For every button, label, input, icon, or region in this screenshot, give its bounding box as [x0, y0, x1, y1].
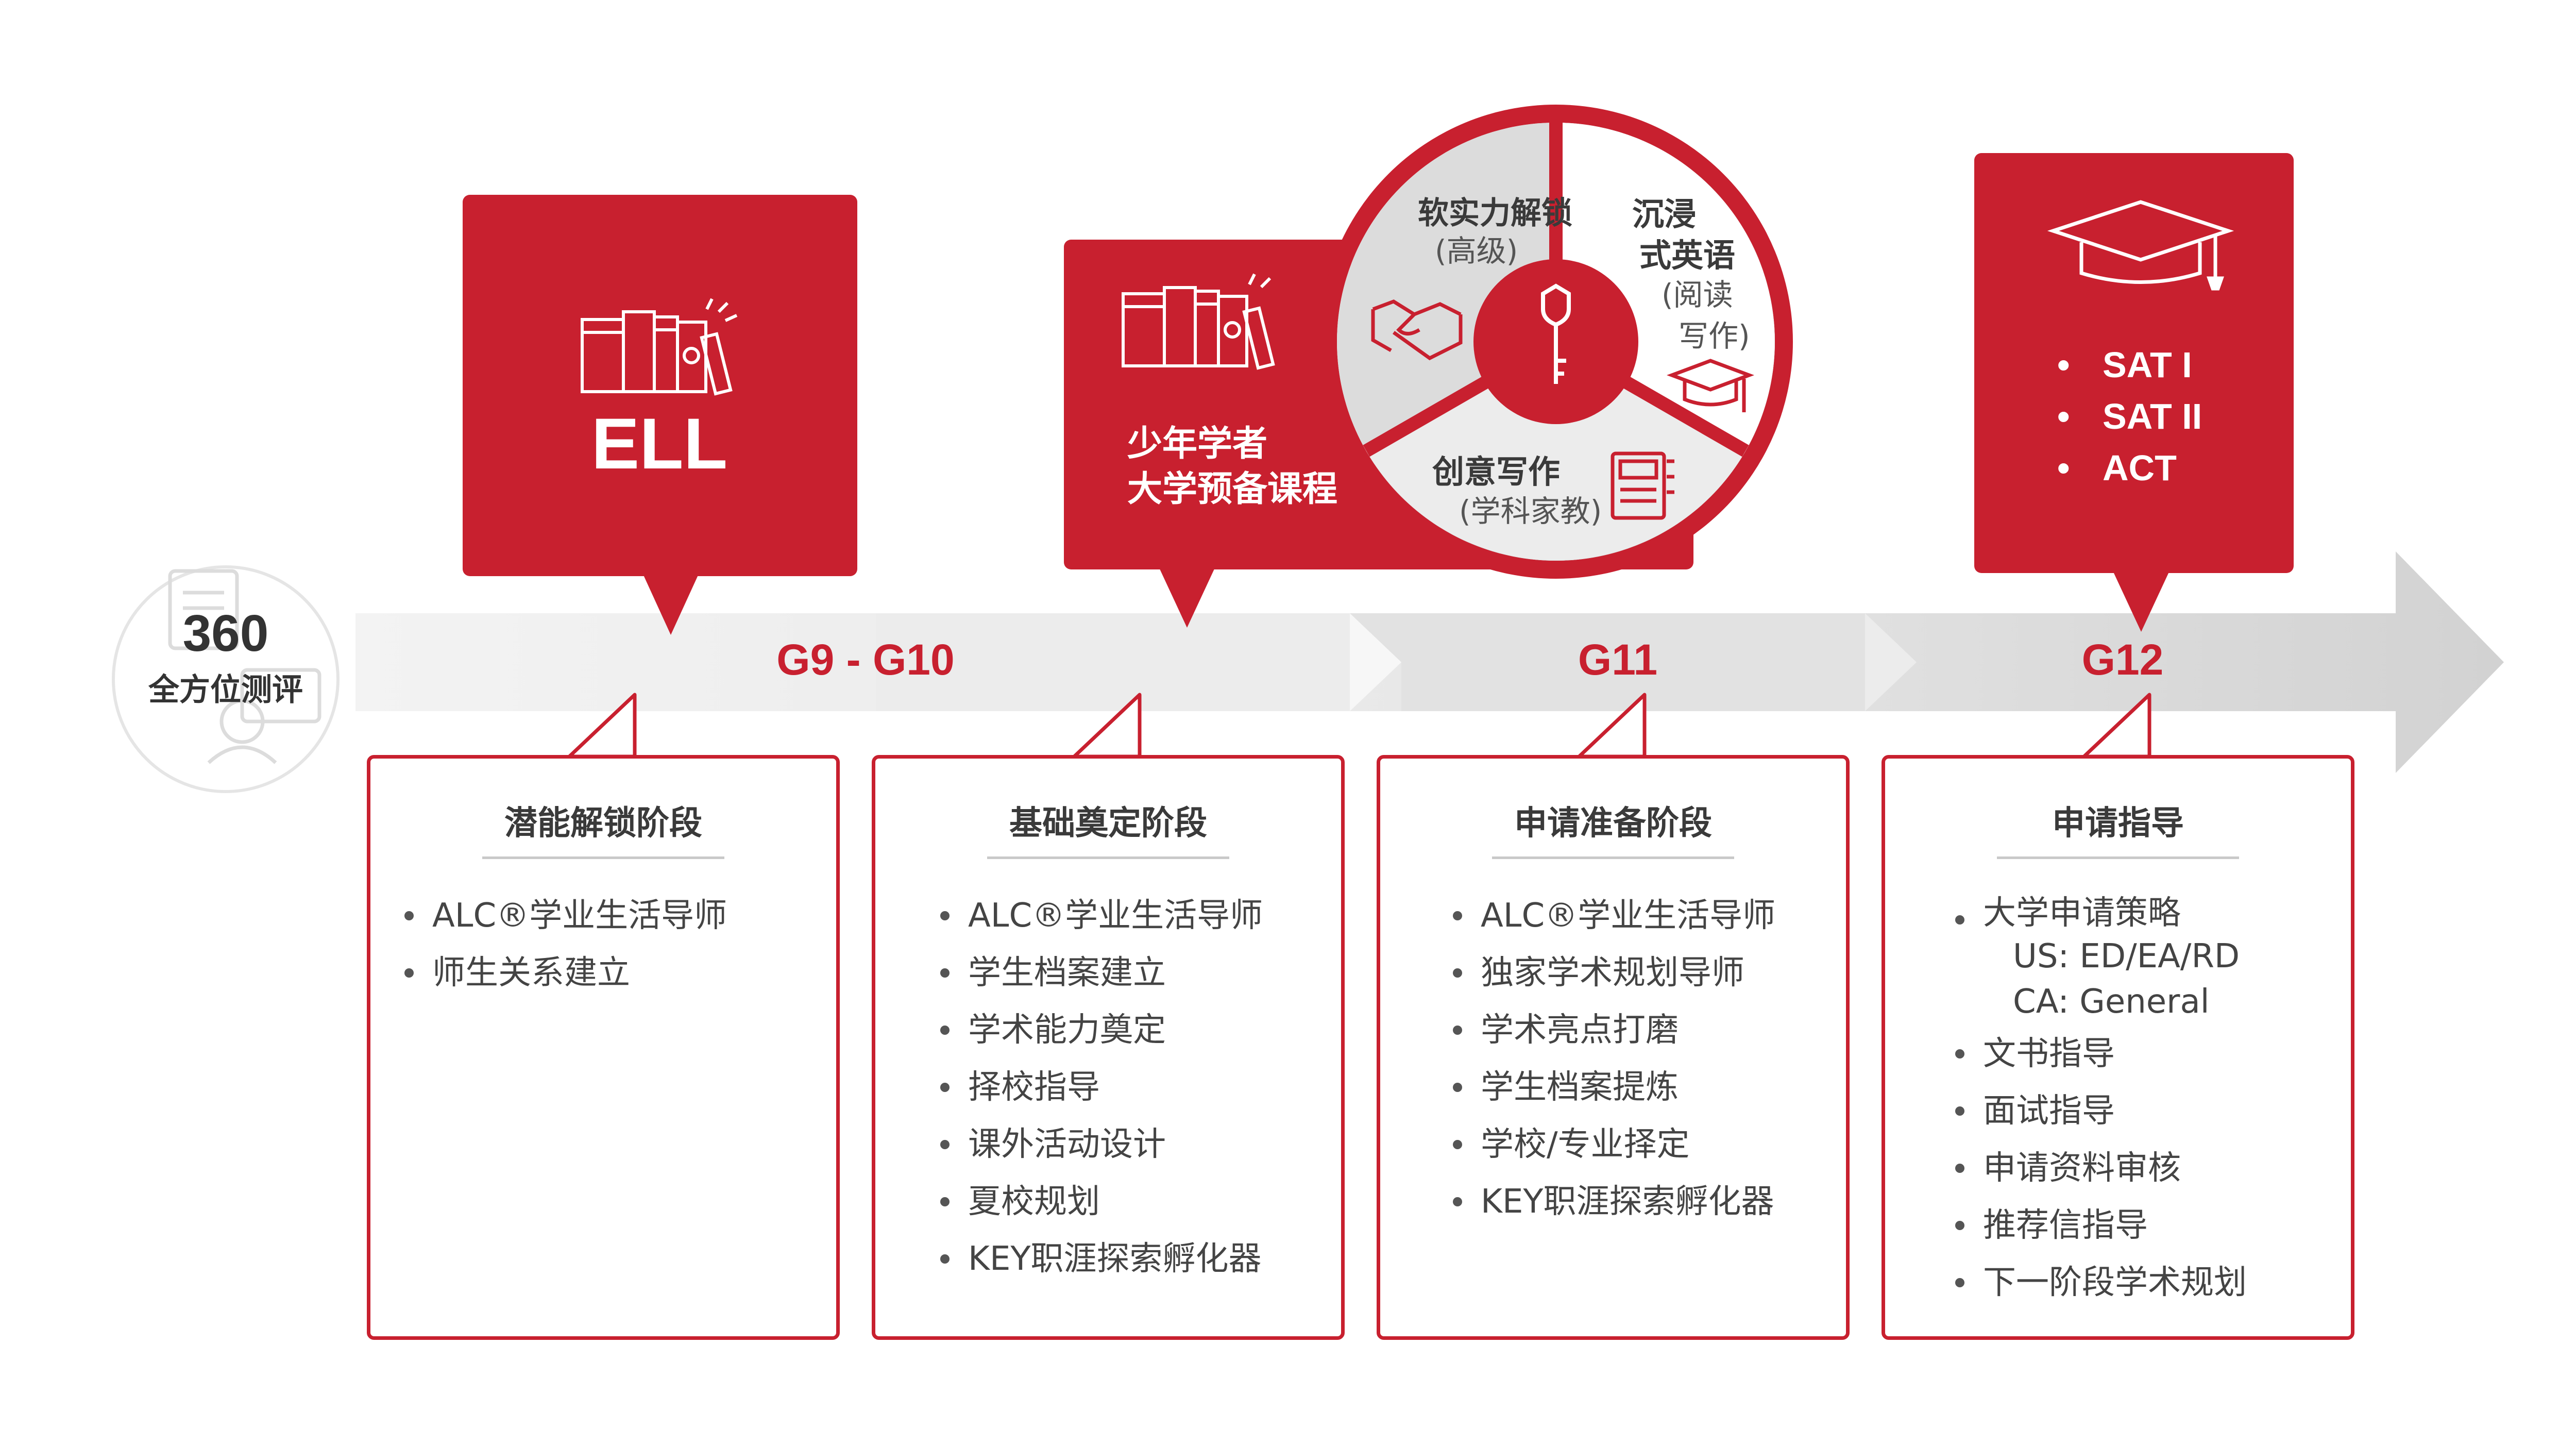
list-item: 学生档案提炼 — [1452, 1059, 1775, 1116]
grade-label-g9-g10: G9 - G10 — [776, 635, 955, 684]
list-item: 申请资料审核 — [1955, 1140, 2247, 1197]
list-item: 学生档案建立 — [940, 945, 1263, 1002]
list-item: 学术亮点打磨 — [1452, 1002, 1775, 1059]
handshake-icon — [1371, 299, 1463, 361]
stage-title: 基础奠定阶段 — [1009, 804, 1207, 843]
wheel-soft-skills-title: 软实力解锁 — [1418, 195, 1572, 231]
tests-item-3: •ACT — [2057, 448, 2177, 488]
segment-chevron-g11 — [1350, 613, 1917, 711]
books-icon — [1122, 273, 1275, 370]
graduation-cap-icon — [2047, 200, 2234, 291]
wheel-english-sub-2: 写作) — [1679, 318, 1750, 354]
tests-callout — [1974, 153, 2294, 632]
card-tails — [567, 693, 2151, 759]
tests-item-1: •SAT I — [2057, 345, 2192, 385]
list-item: 推荐信指导 — [1955, 1197, 2247, 1254]
assessment-label: 全方位测评 — [148, 672, 303, 708]
stage-items: 大学申请策略 US: ED/EA/RD CA: General 文书指导 面试指… — [1955, 892, 2247, 1312]
list-item: 课外活动设计 — [940, 1116, 1263, 1173]
wheel-writing-title: 创意写作 — [1432, 453, 1561, 491]
books-icon — [581, 298, 738, 396]
timeline-arrow — [355, 551, 2504, 773]
stage-items: ALC®学业生活导师 独家学术规划导师 学术亮点打磨 学生档案提炼 学校/专业择… — [1452, 887, 1775, 1231]
young-scholars-line2: 大学预备课程 — [1127, 469, 1338, 510]
stage-divider — [482, 856, 724, 859]
ell-label: ELL — [591, 403, 728, 484]
grade-label-g11: G11 — [1578, 635, 1658, 684]
list-item: 择校指导 — [940, 1059, 1263, 1116]
tests-item-2: •SAT II — [2057, 396, 2202, 436]
wheel-writing-sub: (学科家教) — [1459, 494, 1602, 529]
list-item: 师生关系建立 — [404, 945, 727, 1002]
stage-card-foundation: 基础奠定阶段 ALC®学业生活导师 学生档案建立 学术能力奠定 择校指导 课外活… — [872, 755, 1345, 1340]
list-item: 学校/专业择定 — [1452, 1116, 1775, 1173]
assessment-circle — [112, 565, 340, 793]
stage-title: 申请准备阶段 — [1514, 804, 1712, 843]
list-item: 文书指导 — [1955, 1026, 2247, 1083]
list-item: ALC®学业生活导师 — [1452, 887, 1775, 945]
wheel-english-title-2: 式英语 — [1639, 237, 1736, 274]
list-item: 大学申请策略 — [1955, 892, 2247, 935]
wheel-soft-skills-sub: (高级) — [1435, 233, 1518, 268]
stage-items: ALC®学业生活导师 师生关系建立 — [404, 887, 727, 1002]
key-icon — [1541, 283, 1571, 384]
list-item: US: ED/EA/RD — [2013, 937, 2240, 976]
list-item: ALC®学业生活导师 — [940, 887, 1263, 945]
segment-chevron-g9-g10 — [876, 613, 1401, 711]
stage-card-potential: 潜能解锁阶段 ALC®学业生活导师 师生关系建立 — [367, 755, 840, 1340]
ell-callout — [463, 195, 857, 635]
young-scholars-line1: 少年学者 — [1127, 424, 1268, 464]
list-item: 独家学术规划导师 — [1452, 945, 1775, 1002]
grade-label-g12: G12 — [2081, 635, 2164, 684]
list-item: 下一阶段学术规划 — [1955, 1254, 2247, 1312]
wheel-english-sub-1: (阅读 — [1662, 277, 1733, 312]
list-item: ALC®学业生活导师 — [404, 887, 727, 945]
list-item: 面试指导 — [1955, 1083, 2247, 1140]
stage-card-preparation: 申请准备阶段 ALC®学业生活导师 独家学术规划导师 学术亮点打磨 学生档案提炼… — [1377, 755, 1850, 1340]
stage-title: 潜能解锁阶段 — [504, 804, 702, 843]
list-item: KEY职涯探索孵化器 — [940, 1231, 1263, 1288]
list-item: 学术能力奠定 — [940, 1002, 1263, 1059]
stage-divider — [1492, 856, 1734, 859]
wheel-english-title-1: 沉浸 — [1632, 195, 1697, 233]
a-z-book-icon — [1611, 451, 1674, 520]
report-person-icon — [168, 569, 321, 764]
list-item: CA: General — [2013, 983, 2210, 1021]
stage-divider — [1997, 856, 2239, 859]
assessment-number: 360 — [182, 604, 269, 662]
stage-items: ALC®学业生活导师 学生档案建立 学术能力奠定 择校指导 课外活动设计 夏校规… — [940, 887, 1263, 1288]
program-wheel — [1319, 105, 1793, 579]
stage-card-application: 申请指导 大学申请策略 US: ED/EA/RD CA: General 文书指… — [1882, 755, 2354, 1340]
stage-divider — [987, 856, 1229, 859]
graduation-cap-icon — [1666, 359, 1755, 412]
list-item: KEY职涯探索孵化器 — [1452, 1173, 1775, 1231]
list-item: 夏校规划 — [940, 1173, 1263, 1231]
stage-title: 申请指导 — [2052, 804, 2184, 843]
